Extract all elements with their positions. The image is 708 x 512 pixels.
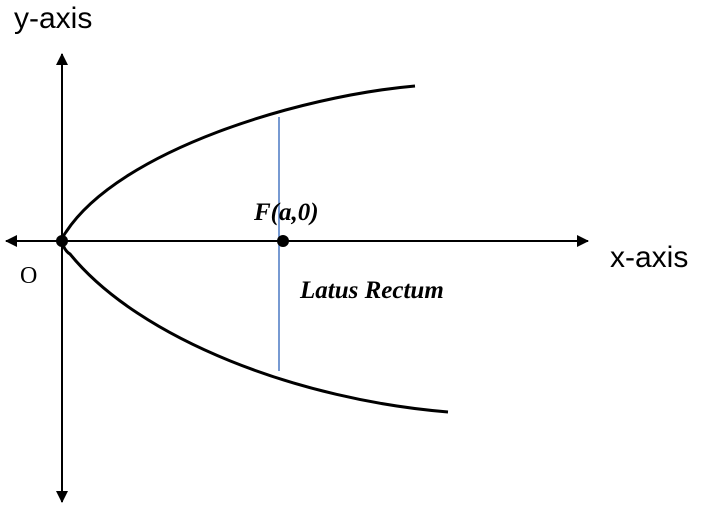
latus-rectum-label: Latus Rectum — [299, 277, 444, 304]
focus-point — [277, 235, 289, 247]
focus-label: F(a,0) — [253, 199, 319, 226]
y-axis-label: y-axis — [14, 2, 92, 35]
parabola-curve — [61, 84, 449, 414]
origin-point — [56, 235, 68, 247]
x-axis-label: x-axis — [610, 241, 688, 274]
origin-label: O — [20, 263, 37, 289]
